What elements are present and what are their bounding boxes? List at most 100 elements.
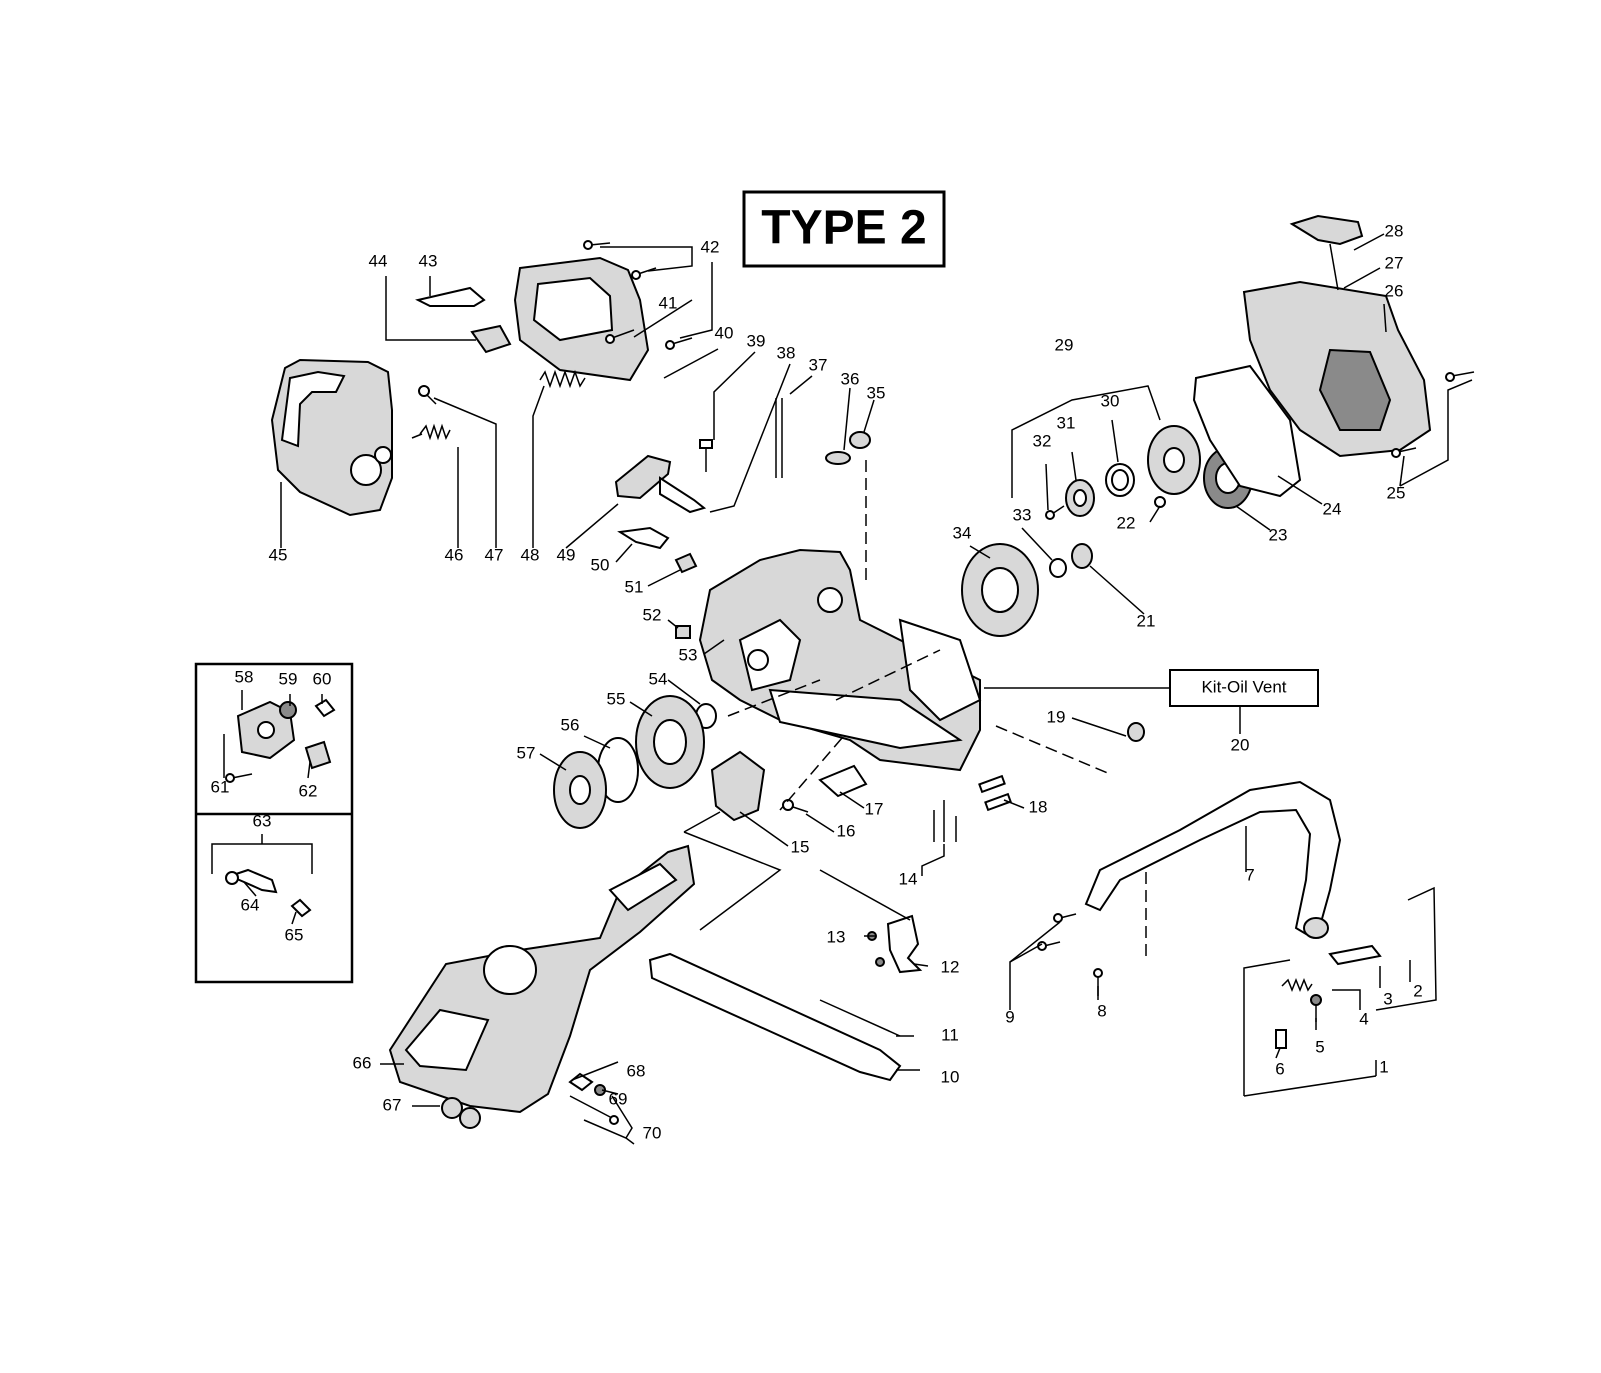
lever-43 <box>415 286 486 307</box>
part-label-47: 47 <box>485 545 504 564</box>
block-62 <box>304 740 332 770</box>
part-label-46: 46 <box>445 545 464 564</box>
screw-39 <box>699 439 713 472</box>
part-label-28: 28 <box>1385 221 1404 240</box>
part-label-2: 2 <box>1413 981 1422 1000</box>
part-label-49: 49 <box>557 545 576 564</box>
part-label-7: 7 <box>1245 865 1254 884</box>
part-label-50: 50 <box>591 555 610 574</box>
screw-9 <box>1037 913 1077 951</box>
part-label-36: 36 <box>841 369 860 388</box>
title-box: TYPE 2 <box>742 190 946 268</box>
part-label-54: 54 <box>649 669 668 688</box>
part-label-44: 44 <box>369 251 388 270</box>
flywheel-34 <box>961 543 1039 637</box>
part-label-24: 24 <box>1323 499 1342 518</box>
part-label-3: 3 <box>1383 989 1392 1008</box>
part-label-4: 4 <box>1359 1009 1368 1028</box>
seal-59 <box>279 701 297 719</box>
part-label-40: 40 <box>715 323 734 342</box>
part-label-53: 53 <box>679 645 698 664</box>
part-label-62: 62 <box>299 781 318 800</box>
pawl-disc-29 <box>1147 425 1201 495</box>
part-label-48: 48 <box>521 545 540 564</box>
part-label-56: 56 <box>561 715 580 734</box>
part-51 <box>674 552 698 574</box>
part-label-69: 69 <box>609 1089 628 1108</box>
part-label-29: 29 <box>1055 335 1074 354</box>
part-drawings <box>225 214 1475 1129</box>
part-label-41: 41 <box>659 293 678 312</box>
chain-11 <box>819 999 901 1037</box>
part-label-13: 13 <box>827 927 846 946</box>
part-label-68: 68 <box>627 1061 646 1080</box>
handlebar-7 <box>1084 780 1342 936</box>
part-label-26: 26 <box>1385 281 1404 300</box>
bracket-17 <box>818 764 868 798</box>
guide-bar-10 <box>648 952 902 1082</box>
pin-18 <box>978 774 1012 812</box>
part-label-59: 59 <box>279 669 298 688</box>
mount-1 <box>1281 917 1329 993</box>
part-label-60: 60 <box>313 669 332 688</box>
screw-47 <box>418 385 437 405</box>
part-label-25: 25 <box>1387 483 1406 502</box>
part-label-55: 55 <box>607 689 626 708</box>
spring-30 <box>1105 463 1135 497</box>
part-label-5: 5 <box>1315 1037 1324 1056</box>
part-label-14: 14 <box>899 869 918 888</box>
nut-67 <box>441 1097 481 1129</box>
nut-21 <box>1071 543 1093 569</box>
part-label-23: 23 <box>1269 525 1288 544</box>
inset-boxes <box>194 662 354 984</box>
part-label-58: 58 <box>235 667 254 686</box>
screw-61 <box>225 773 253 783</box>
part-label-37: 37 <box>809 355 828 374</box>
cover-24 <box>1192 364 1302 498</box>
part-label-38: 38 <box>777 343 796 362</box>
part-label-34: 34 <box>953 523 972 542</box>
part-label-1: 1 <box>1379 1057 1388 1076</box>
part-label-45: 45 <box>269 545 288 564</box>
screw-41 <box>605 329 635 344</box>
pulley-31 <box>1065 479 1095 517</box>
part-label-57: 57 <box>517 743 536 762</box>
part-label-20: 20 <box>1231 735 1250 754</box>
screw-70 <box>569 1095 619 1125</box>
rope-27 <box>1329 243 1339 291</box>
part-label-64: 64 <box>241 895 260 914</box>
pins-14 <box>933 800 957 842</box>
part-label-21: 21 <box>1137 611 1156 630</box>
oil-pump-58 <box>236 700 296 760</box>
sleeve-6 <box>1275 1029 1287 1049</box>
part-label-35: 35 <box>867 383 886 402</box>
part-label-11: 11 <box>941 1025 959 1044</box>
cap-35 <box>849 431 871 449</box>
part-label-61: 61 <box>211 777 230 796</box>
part-label-51: 51 <box>625 577 644 596</box>
part-label-52: 52 <box>643 605 662 624</box>
lever-49 <box>614 454 672 500</box>
part-label-8: 8 <box>1097 1001 1106 1020</box>
part-label-17: 17 <box>865 799 884 818</box>
part-label-19: 19 <box>1047 707 1066 726</box>
fitting-60 <box>314 698 336 718</box>
part-label-10: 10 <box>941 1067 960 1086</box>
screw-42a <box>583 240 611 250</box>
spring-46 <box>411 423 451 441</box>
part-label-30: 30 <box>1101 391 1120 410</box>
part-52 <box>675 625 691 639</box>
kit-oil-vent-label: Kit-Oil Vent <box>1201 677 1286 696</box>
part-label-31: 31 <box>1057 413 1076 432</box>
clutch-57 <box>553 751 607 829</box>
screw-13 <box>867 931 885 967</box>
leader-lines <box>211 233 1473 1145</box>
part-label-16: 16 <box>837 821 856 840</box>
part-label-22: 22 <box>1117 513 1136 532</box>
part-label-70: 70 <box>643 1123 662 1142</box>
washer-33 <box>1049 558 1067 578</box>
screw-22 <box>1154 496 1166 508</box>
part-label-9: 9 <box>1005 1007 1014 1026</box>
screw-25a <box>1445 371 1475 382</box>
part-label-42: 42 <box>701 237 720 256</box>
